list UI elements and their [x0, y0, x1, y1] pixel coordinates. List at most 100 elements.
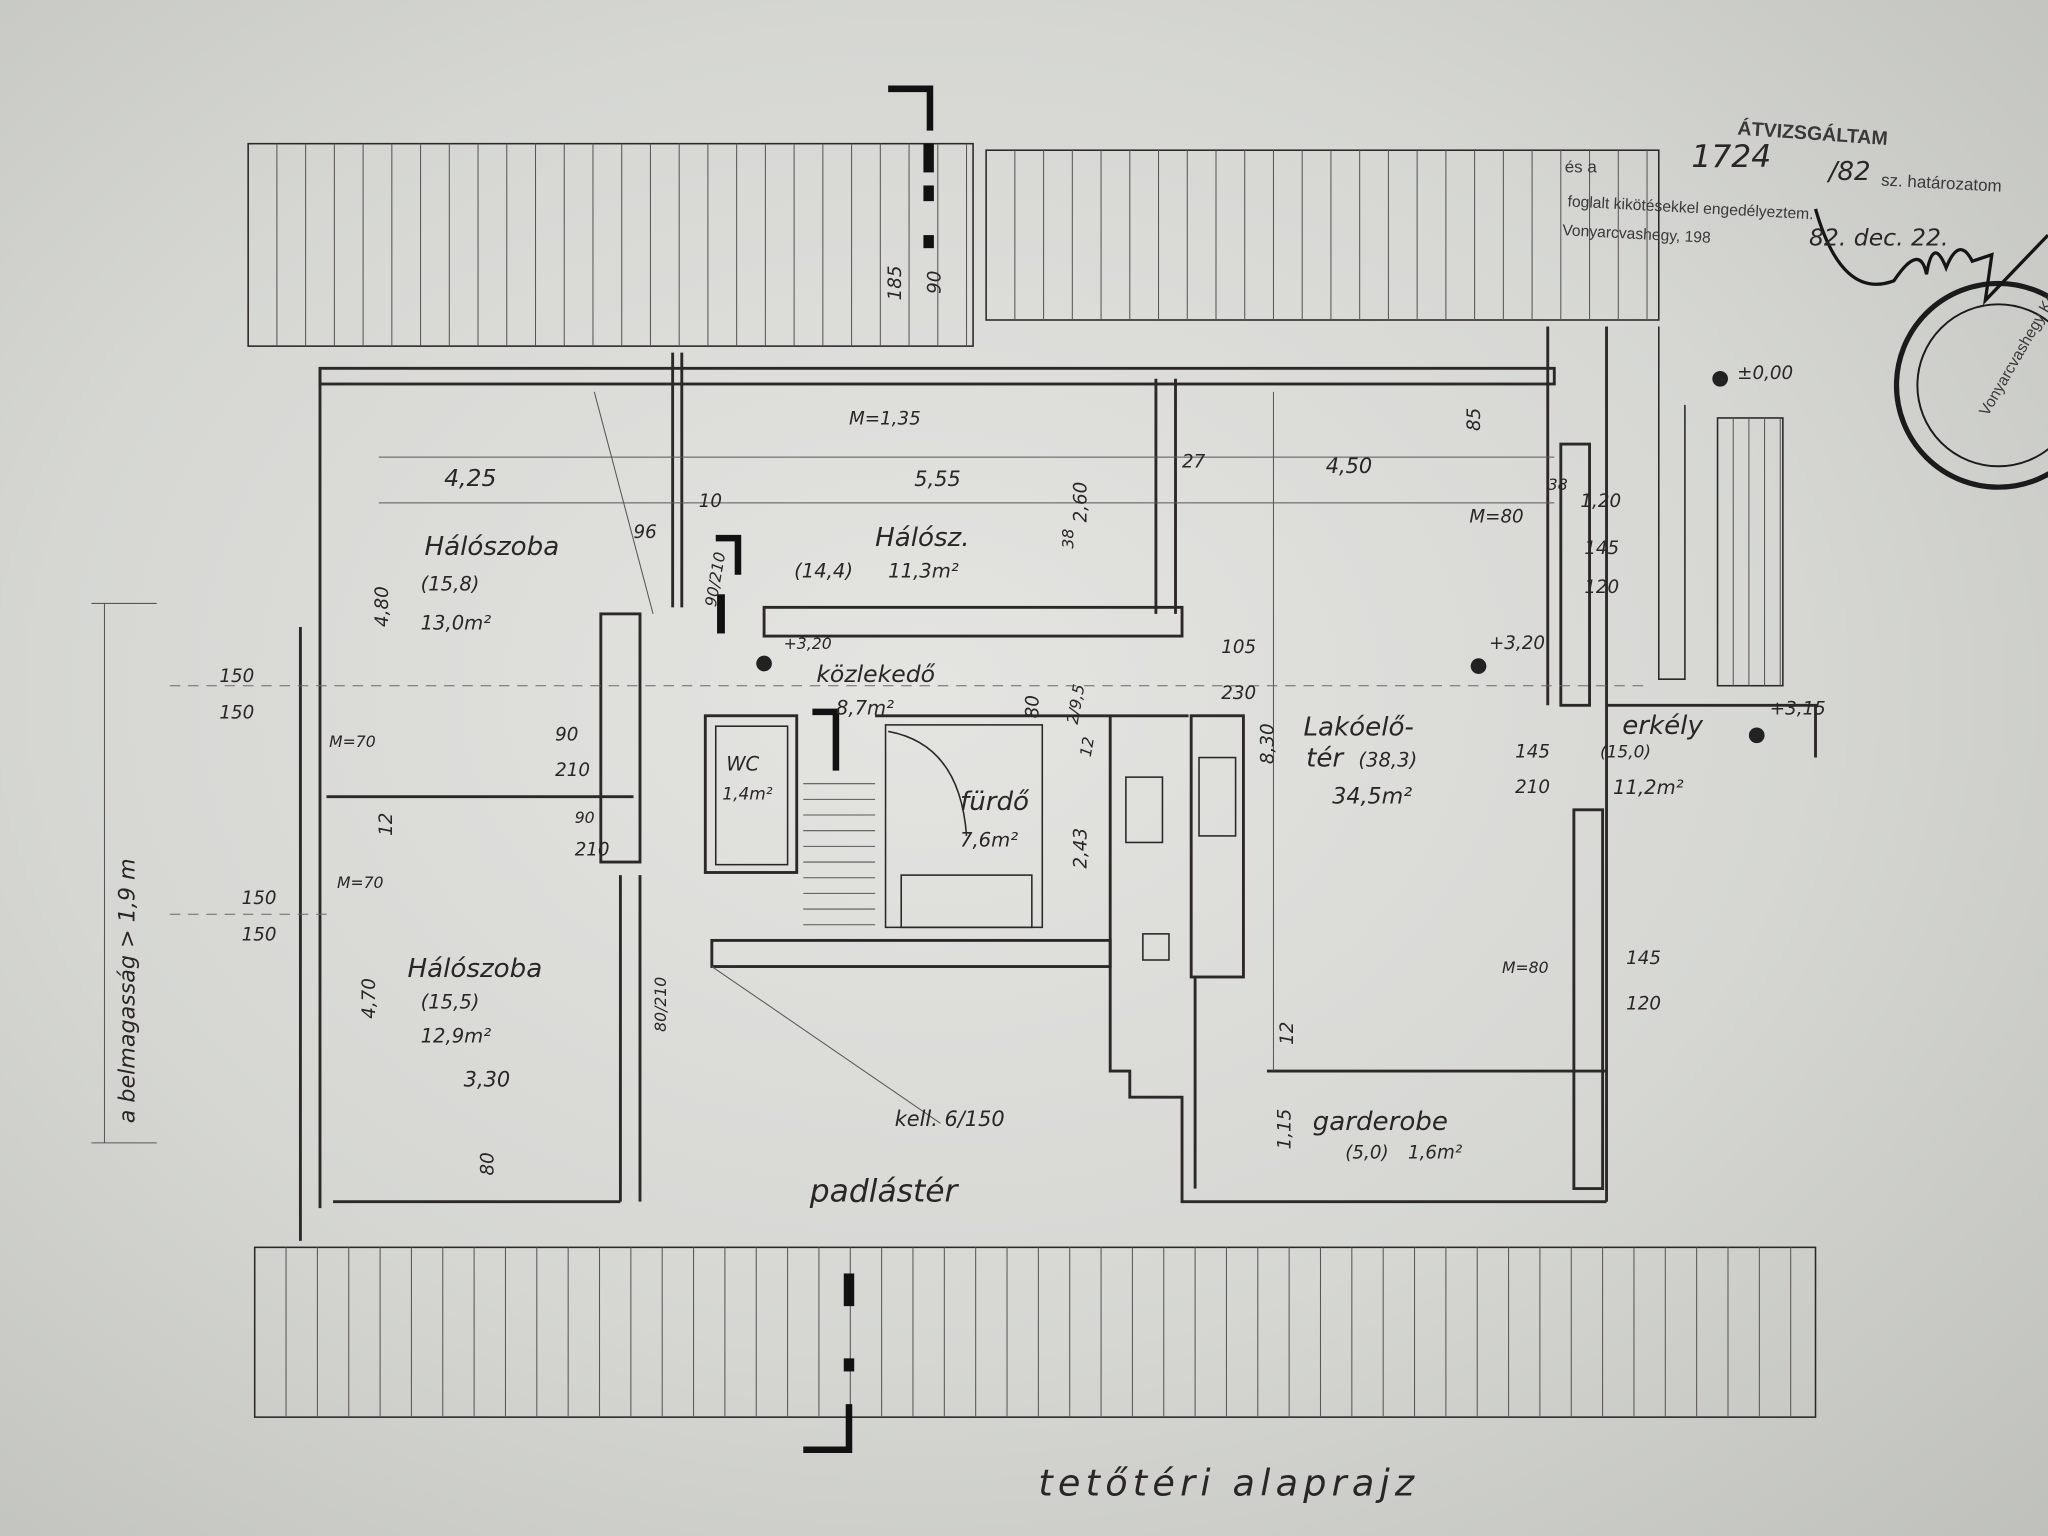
dimension-label: 4,25: [444, 464, 496, 492]
dimension-label: 90: [924, 271, 945, 294]
room-area: 34,5m²: [1332, 783, 1412, 809]
dimension-label: 150: [242, 888, 277, 909]
dimension-label: 5,55: [914, 467, 960, 491]
dimension-label: 85: [1464, 408, 1485, 431]
dimension-label: 1,20: [1580, 491, 1621, 512]
room-area: 8,7m²: [836, 696, 894, 719]
svg-text:Vonyarcvashegy Községi Tanács: Vonyarcvashegy Községi Tanács: [1976, 212, 2048, 419]
dimension-label: 27: [1182, 452, 1206, 473]
dimension-label: M=80: [1502, 958, 1549, 977]
room-name: Hálószoba: [408, 954, 543, 984]
room-name: közlekedő: [816, 660, 935, 688]
roof-hatch-top-left: [247, 142, 974, 347]
stamp-number: 1724: [1691, 139, 1771, 175]
dimension-label: 90/210: [701, 550, 729, 608]
dimension-label: 80/210: [651, 977, 670, 1032]
room-name-2: tér: [1306, 744, 1345, 774]
room-name: Hálószoba: [424, 532, 559, 562]
dimension-label: 2,60: [1071, 482, 1092, 523]
stamp-line2: foglalt kikötésekkel engedélyeztem.: [1567, 193, 1814, 223]
dimension-label: 8,30: [1257, 723, 1278, 764]
dimension-label: M=80: [1469, 506, 1523, 527]
room-gross: (15,5): [421, 990, 480, 1013]
room-area: 1,4m²: [722, 784, 773, 804]
room-area: 12,9m²: [421, 1024, 492, 1047]
section-markers: [715, 85, 934, 1454]
dimension-label: 4,80: [372, 586, 393, 627]
stamp-place: Vonyarcvashegy, 198: [1562, 222, 1712, 247]
stamp-line1-suffix: sz. határozatom: [1881, 170, 2003, 195]
dimension-label: 150: [219, 702, 254, 723]
dimension-label: M=70: [337, 873, 384, 892]
level-label: ±0,00: [1737, 363, 1793, 384]
attic-label: padlástér: [809, 1174, 960, 1210]
dimension-label: 38: [1059, 529, 1078, 549]
dimension-label: 90: [555, 725, 578, 746]
dimension-label: 145: [1626, 948, 1661, 969]
dimension-label: 210: [575, 840, 610, 861]
headroom-note: a belmagasság > 1,9 m: [115, 858, 141, 1123]
vent-note: kell. 6/150: [895, 1107, 1005, 1131]
room-name: garderobe: [1313, 1107, 1448, 1137]
walls: [298, 326, 1817, 1241]
room-area: 11,2m²: [1613, 776, 1684, 799]
room-area: 13,0m²: [421, 612, 492, 635]
level-label: +3,20: [784, 634, 832, 653]
dimension-label: 150: [242, 924, 277, 945]
room-gross: (14,4): [794, 559, 853, 582]
dimension-label: M=70: [329, 732, 376, 751]
room-name: Hálósz.: [875, 523, 969, 553]
stamp-line1-prefix: és a: [1565, 157, 1598, 176]
room-gross: (5,0): [1345, 1143, 1388, 1164]
dimension-label: 145: [1515, 742, 1550, 763]
dimension-label: 4,50: [1326, 454, 1372, 478]
room-name: erkély: [1622, 711, 1703, 741]
room-dimension: 3,30: [464, 1068, 510, 1092]
exterior-stair: [1716, 417, 1784, 687]
stamp-date: 82. dec. 22.: [1809, 224, 1948, 252]
room-area: 1,6m²: [1408, 1143, 1463, 1164]
signature: [1813, 208, 2048, 306]
construction-lines: [91, 391, 1646, 1144]
roof-hatch-top-right: [985, 149, 1660, 321]
room-gross: (38,3): [1358, 749, 1417, 772]
room-gross: (15,8): [421, 572, 480, 595]
dimension-label: 230: [1221, 683, 1256, 704]
dimension-label: 150: [219, 666, 254, 687]
dimension-label: 80: [478, 1152, 499, 1175]
dimension-label: 12: [1076, 735, 1098, 758]
stamp-year: /82: [1827, 157, 1871, 187]
dimension-label: 1,15: [1274, 1109, 1295, 1150]
dimension-label: 90: [575, 808, 595, 827]
room-name: WC: [726, 753, 759, 776]
dimension-label: 145: [1584, 538, 1619, 559]
dimension-label: 4,70: [359, 978, 380, 1019]
dimension-label: 12: [376, 813, 397, 836]
level-label: +3,20: [1489, 633, 1545, 654]
dimension-label: 185: [885, 266, 906, 301]
dimension-label: 105: [1221, 637, 1256, 658]
room-name: Lakóelő-: [1304, 712, 1414, 742]
room-name: fürdő: [960, 787, 1030, 817]
stair-steps: [803, 783, 876, 926]
dimension-label: 96: [633, 522, 656, 543]
dimension-label: 2/9,5: [1063, 683, 1089, 726]
dimension-label: 210: [1515, 777, 1550, 798]
dimension-label: M=1,35: [849, 408, 921, 429]
dimension-label: 10: [699, 491, 722, 512]
dimension-label: 38: [1548, 475, 1568, 494]
room-area: 11,3m²: [888, 559, 959, 582]
official-seal: Vonyarcvashegy Községi Tanács: [1893, 212, 2048, 490]
dimension-label: 120: [1626, 994, 1661, 1015]
dimension-label: 12: [1277, 1022, 1298, 1045]
roof-hatch-bottom: [253, 1246, 1817, 1418]
drawing-title: tetőtéri alaprajz: [1038, 1462, 1419, 1505]
dimension-label: 80: [1022, 695, 1043, 718]
room-gross: (15,0): [1600, 743, 1651, 763]
level-marker-icons: [756, 370, 1765, 744]
dimension-label: 2,43: [1071, 828, 1092, 869]
dimension-label: 210: [555, 760, 590, 781]
dimension-label: 120: [1584, 577, 1619, 598]
